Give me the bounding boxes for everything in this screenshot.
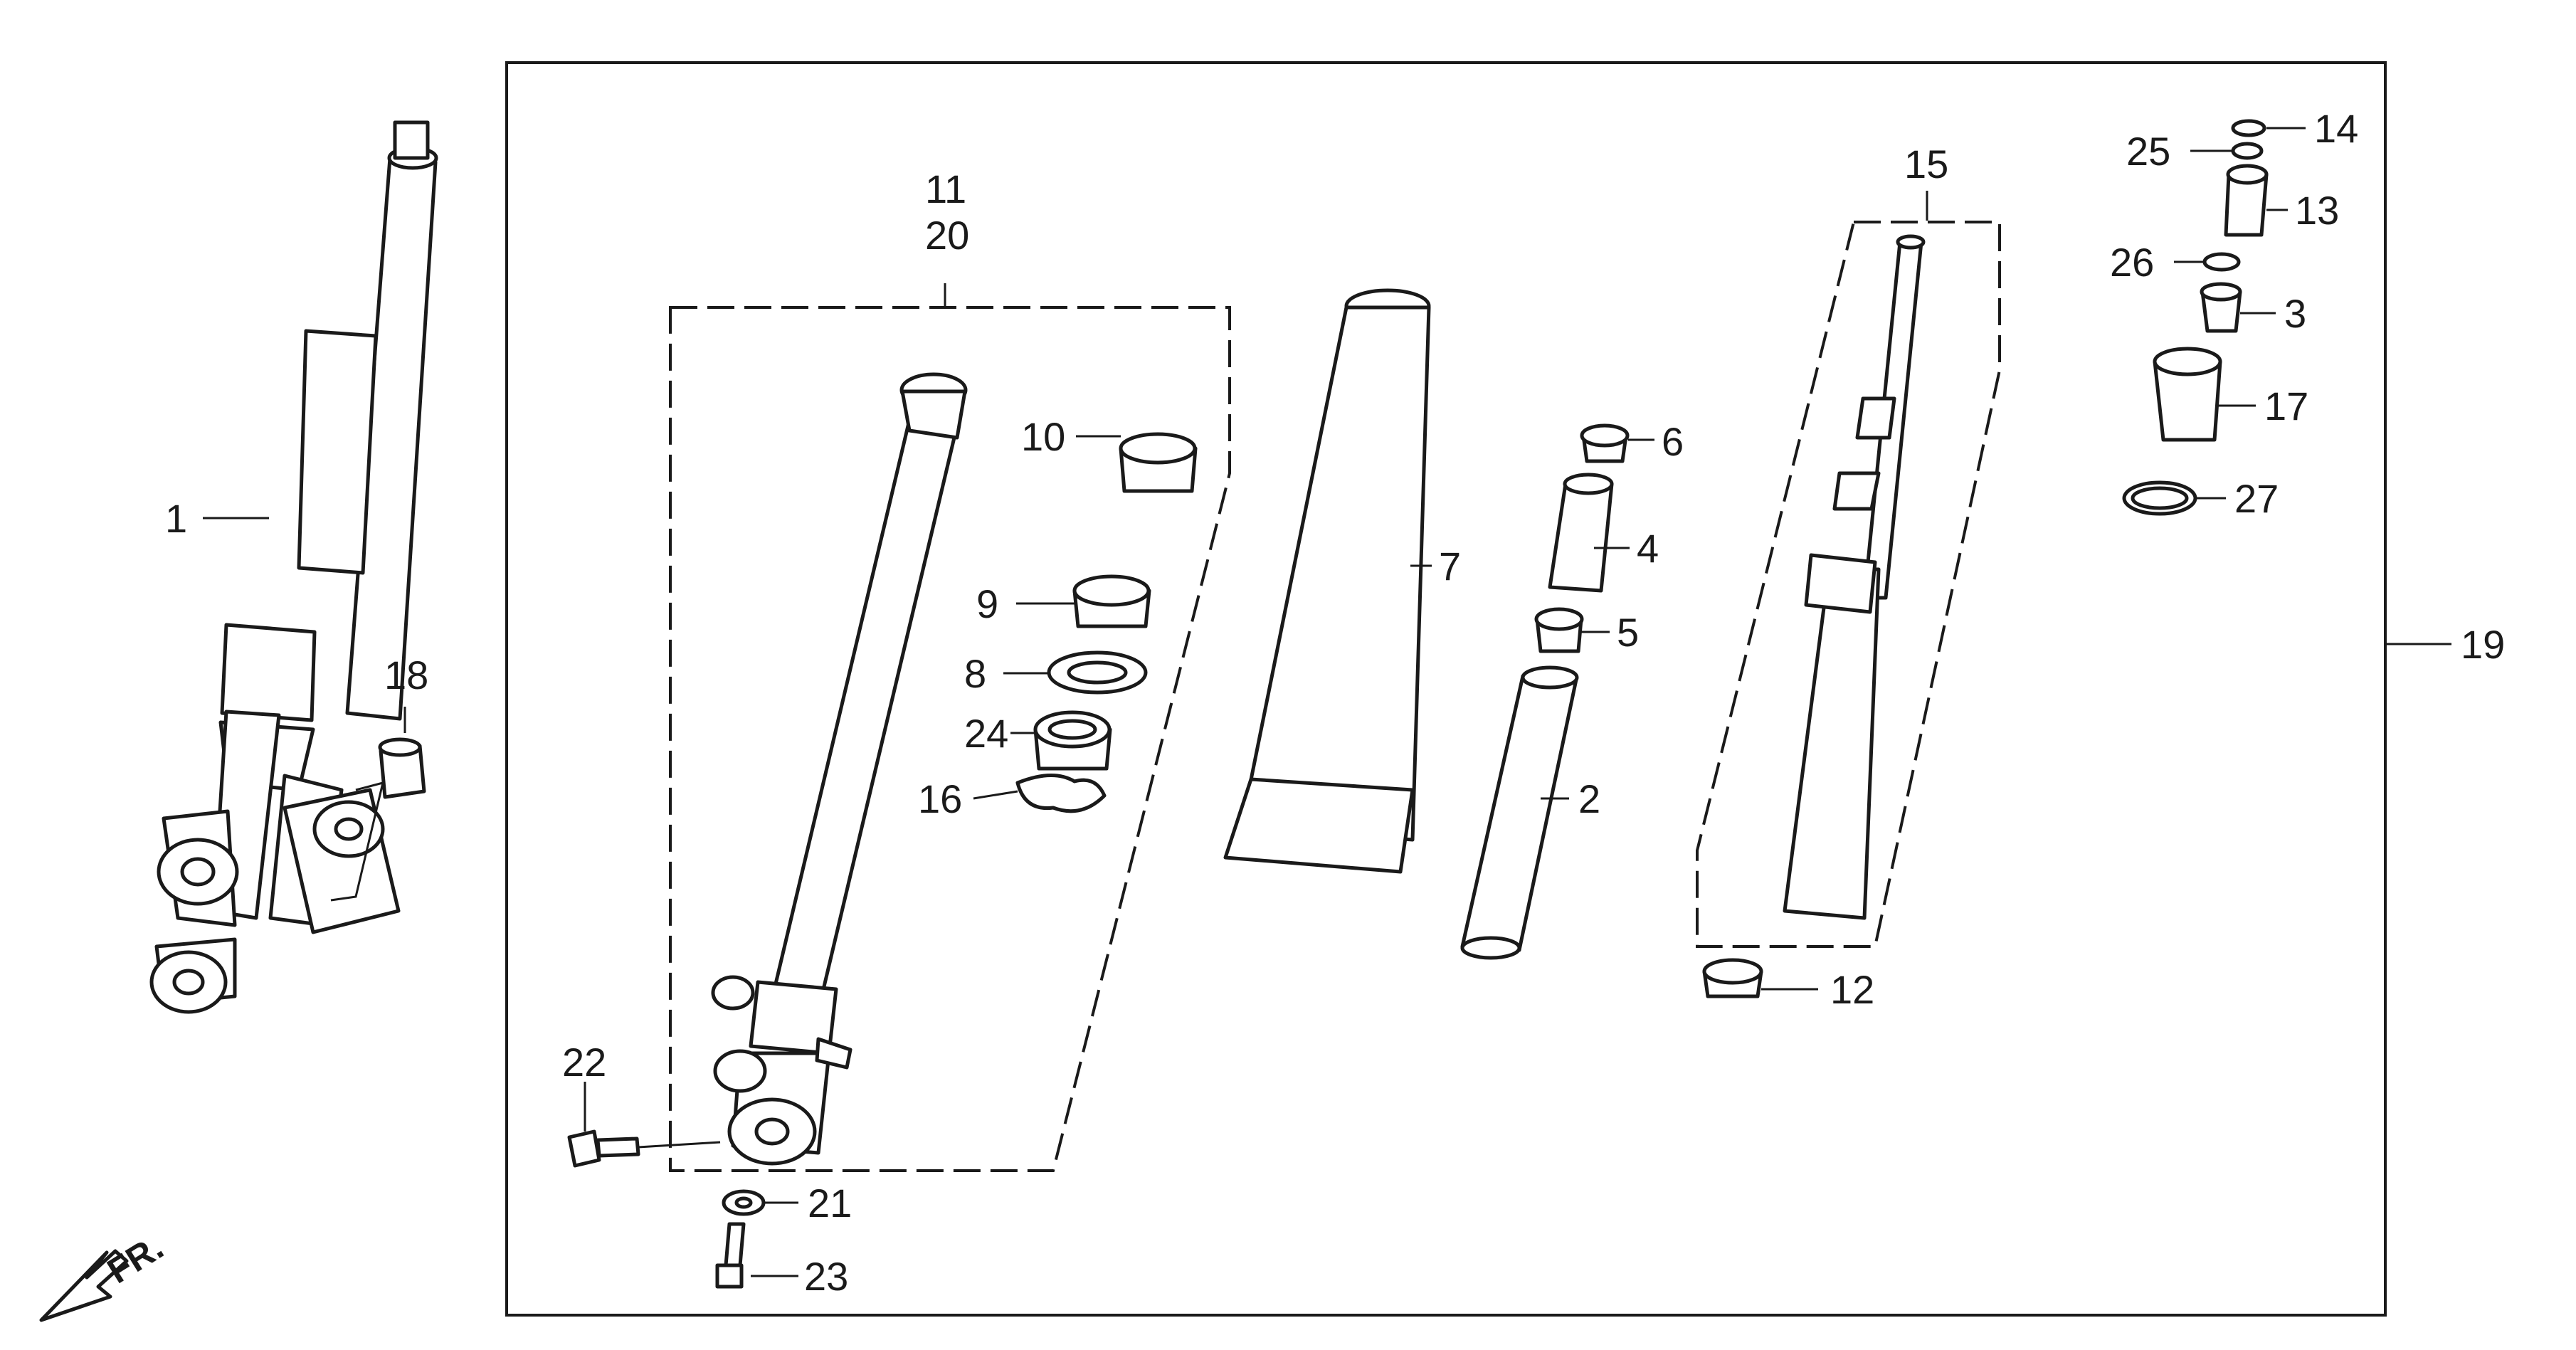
seat-part-5 [1534, 607, 1584, 653]
callout-19: 19 [2461, 622, 2505, 667]
bolt-part-23 [715, 1222, 746, 1289]
callout-6: 6 [1662, 419, 1684, 464]
callout-16: 16 [918, 776, 962, 821]
callout-10: 10 [1021, 414, 1065, 459]
bolt-part-22 [567, 1129, 640, 1168]
fork-spring-part-2 [1460, 665, 1579, 960]
front-direction-marker: FR. [39, 1227, 170, 1322]
callout-7: 7 [1439, 544, 1461, 589]
washer-part-21 [722, 1189, 766, 1216]
o-ring-part-26 [2202, 252, 2241, 272]
callout-14: 14 [2314, 106, 2358, 151]
callout-25: 25 [2126, 129, 2170, 174]
stopper-ring-part-16 [1015, 774, 1107, 813]
callout-21: 21 [808, 1181, 852, 1225]
o-ring-part-27 [2122, 480, 2197, 516]
callout-15: 15 [1904, 142, 1948, 186]
callout-22: 22 [562, 1040, 606, 1085]
assembly-frame [505, 61, 2387, 1317]
leader-lines [203, 127, 2451, 1277]
callout-20: 20 [925, 213, 969, 258]
back-up-ring-part-8 [1047, 650, 1148, 695]
circlip-part-14 [2231, 119, 2266, 137]
arrow-down-left-icon [39, 1249, 129, 1322]
front-direction-label: FR. [100, 1227, 170, 1291]
cap-part-6 [1580, 423, 1630, 463]
callout-17: 17 [2264, 384, 2308, 428]
callout-5: 5 [1617, 610, 1639, 655]
slider-bushing-part-10 [1119, 432, 1198, 493]
callout-26: 26 [2110, 240, 2154, 285]
callout-13: 13 [2295, 188, 2339, 233]
callout-23: 23 [804, 1254, 848, 1299]
callout-9: 9 [976, 581, 998, 626]
fork-bolt-part-17 [2153, 347, 2222, 442]
circlip-part-25 [2231, 142, 2264, 160]
callout-3: 3 [2284, 291, 2306, 336]
callout-18: 18 [384, 653, 428, 697]
callout-11: 11 [925, 167, 966, 211]
damper-rod-part-15 [1783, 234, 1926, 920]
fork-slider-part-7 [1223, 288, 1431, 874]
callout-labels: 1 2 3 4 5 6 7 8 9 10 11 12 13 14 15 16 1… [165, 106, 2505, 1299]
adjuster-part-13 [2224, 164, 2269, 237]
spacer-part-4 [1548, 473, 1614, 593]
oil-lock-piece-part-12 [1702, 958, 1763, 998]
callout-8: 8 [964, 651, 986, 696]
callout-4: 4 [1637, 526, 1659, 571]
callout-27: 27 [2234, 476, 2279, 521]
callout-12: 12 [1830, 967, 1874, 1012]
callout-24: 24 [964, 711, 1008, 756]
fork-pipe-part [711, 372, 968, 1166]
pipe-assembly-boundary [669, 306, 1231, 1172]
guide-bushing-part-9 [1072, 574, 1151, 628]
callout-2: 2 [1578, 776, 1600, 821]
damper-assembly-boundary [1696, 221, 2001, 948]
oil-seal-part-24 [1033, 710, 1112, 771]
spacer-part-18 [378, 737, 426, 799]
collar-part-3 [2200, 282, 2242, 333]
fork-assembly-part [149, 120, 438, 1014]
callout-1: 1 [165, 496, 187, 541]
